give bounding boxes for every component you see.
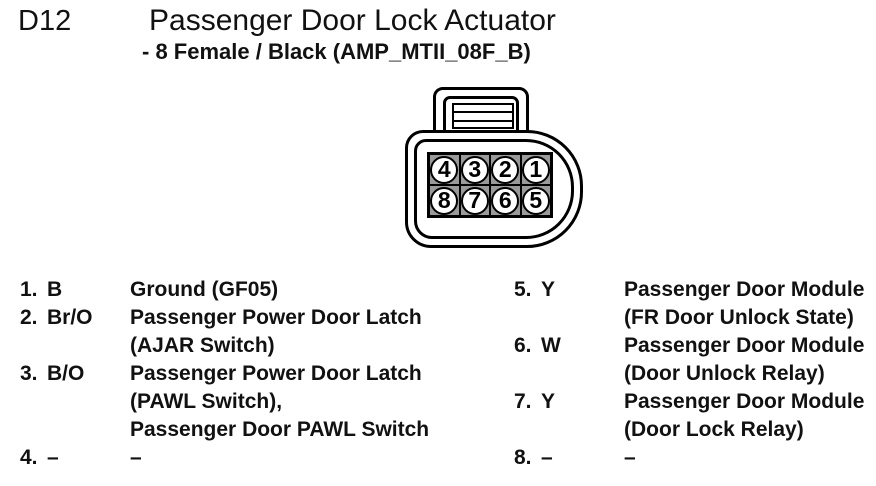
pin-cell: 2 <box>490 154 521 185</box>
pin-cell: 4 <box>429 154 460 185</box>
connector-spec: - 8 Female / Black (AMP_MTII_08F_B) <box>142 39 531 64</box>
pin-number: 2. <box>20 306 38 329</box>
connector-diagram: 4 3 2 1 8 7 6 5 <box>398 86 588 252</box>
pin-cell: 3 <box>459 154 490 185</box>
pin-circle-3: 3 <box>460 155 489 184</box>
pin-cell: 8 <box>429 185 460 216</box>
wire-color-code: W <box>541 334 561 357</box>
pin-cell: 7 <box>459 185 490 216</box>
pin-number: 6. <box>514 334 532 357</box>
pin-entry-8: 8. – – <box>514 444 874 472</box>
wire-color-code: B <box>47 278 63 301</box>
pin-description: Passenger Power Door Latch <box>130 362 422 385</box>
pin-circle-6: 6 <box>491 186 520 215</box>
pin-entry-5: 5. Y Passenger Door Module (FR Door Unlo… <box>514 276 874 332</box>
pin-entry-2: 2. Br/O Passenger Power Door Latch (AJAR… <box>20 304 490 360</box>
pin-description: Passenger Door PAWL Switch <box>130 418 430 441</box>
pin-description: Passenger Door Module <box>624 334 865 357</box>
pin-description: Ground (GF05) <box>130 278 279 301</box>
pin-description: (Door Unlock Relay) <box>624 362 825 385</box>
pin-list-right: 5. Y Passenger Door Module (FR Door Unlo… <box>514 276 874 472</box>
pin-description: Passenger Door Module <box>624 390 865 413</box>
pin-number: 7. <box>514 390 532 413</box>
pin-description: (Door Lock Relay) <box>624 418 804 441</box>
pin-circle-8: 8 <box>430 186 459 215</box>
pin-circle-2: 2 <box>491 155 520 184</box>
pin-entry-3: 3. B/O Passenger Power Door Latch (PAWL … <box>20 360 490 444</box>
wire-color-code: – <box>541 446 553 469</box>
pin-cell: 5 <box>520 185 551 216</box>
pin-circle-5: 5 <box>521 186 550 215</box>
pin-number: 1. <box>20 278 38 301</box>
latch-line <box>454 120 512 122</box>
pin-circle-1: 1 <box>521 155 550 184</box>
pin-description: Passenger Power Door Latch <box>130 306 422 329</box>
pin-cell: 6 <box>490 185 521 216</box>
wire-color-code: Y <box>541 278 556 301</box>
pin-number: 3. <box>20 362 38 385</box>
pin-number: 4. <box>20 446 38 469</box>
pin-description: – <box>130 446 142 469</box>
pin-entry-1: 1. B Ground (GF05) <box>20 276 490 304</box>
pin-circle-4: 4 <box>430 155 459 184</box>
pin-list-left: 1. B Ground (GF05) 2. Br/O Passenger Pow… <box>20 276 490 472</box>
wire-color-code: Br/O <box>47 306 93 329</box>
pin-description: – <box>624 446 636 469</box>
pin-description: (FR Door Unlock State) <box>624 306 854 329</box>
pin-number: 8. <box>514 446 532 469</box>
pin-description: (PAWL Switch), <box>130 390 283 413</box>
wire-color-code: B/O <box>47 362 85 385</box>
pin-circle-7: 7 <box>460 186 489 215</box>
wire-color-code: – <box>47 446 59 469</box>
pin-description: (AJAR Switch) <box>130 334 275 357</box>
pin-grid: 4 3 2 1 8 7 6 5 <box>427 152 553 218</box>
pin-entry-4: 4. – – <box>20 444 490 472</box>
connector-id: D12 <box>18 5 72 37</box>
pin-entry-7: 7. Y Passenger Door Module (Door Lock Re… <box>514 388 874 444</box>
pin-number: 5. <box>514 278 532 301</box>
latch-line <box>454 111 512 113</box>
connector-latch-detail <box>452 103 514 129</box>
page-title: Passenger Door Lock Actuator <box>149 4 556 37</box>
wire-color-code: Y <box>541 390 556 413</box>
pin-description: Passenger Door Module <box>624 278 865 301</box>
connector-body-inner <box>414 139 574 239</box>
pin-cell: 1 <box>520 154 551 185</box>
pin-entry-6: 6. W Passenger Door Module (Door Unlock … <box>514 332 874 388</box>
